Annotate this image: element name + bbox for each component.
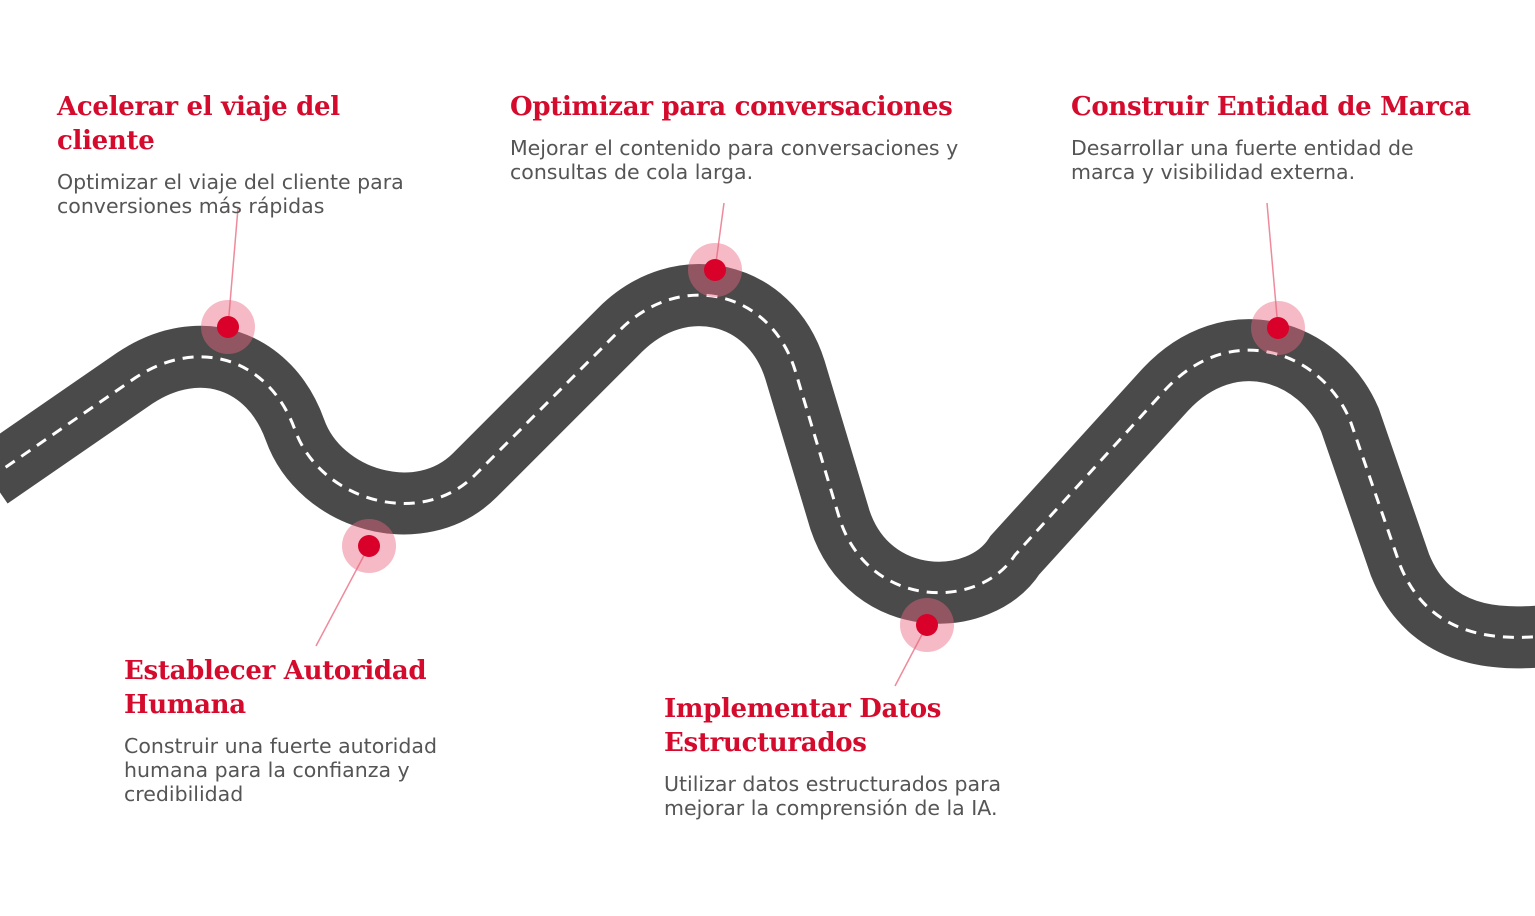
leader-line: [894, 624, 928, 687]
milestone-marker: [900, 598, 954, 652]
milestone-title: Establecer Autoridad Humana: [124, 656, 427, 720]
leader-line: [1266, 202, 1279, 329]
milestone-title: Acelerar el viaje del cliente: [57, 92, 340, 156]
milestone-3: Optimizar para conversaciones Mejorar el…: [510, 90, 970, 184]
milestone-description: Utilizar datos estructurados para mejora…: [664, 772, 1002, 820]
milestone-marker: [342, 519, 396, 573]
leader-line: [227, 207, 239, 328]
milestone-5: Construir Entidad de Marca Desarrollar u…: [1071, 90, 1471, 184]
milestone-title: Implementar Datos Estructurados: [664, 694, 942, 758]
milestone-marker: [688, 243, 742, 297]
milestone-1: Acelerar el viaje del cliente Optimizar …: [57, 90, 437, 218]
leader-line: [315, 545, 370, 647]
milestone-description: Desarrollar una fuerte entidad de marca …: [1071, 136, 1414, 184]
leader-line: [714, 202, 725, 271]
milestone-4: Implementar Datos Estructurados Utilizar…: [664, 692, 1014, 820]
leader-lines: [227, 202, 1279, 687]
road-center-line: [0, 293, 1535, 639]
milestone-description: Construir una fuerte autoridad humana pa…: [124, 734, 437, 806]
milestone-title: Optimizar para conversaciones: [510, 92, 953, 122]
milestone-title: Construir Entidad de Marca: [1071, 92, 1471, 122]
milestone-markers: [201, 243, 1305, 652]
milestone-marker: [201, 300, 255, 354]
milestone-marker: [1251, 301, 1305, 355]
milestone-2: Establecer Autoridad Humana Construir un…: [124, 654, 444, 806]
milestone-description: Mejorar el contenido para conversaciones…: [510, 136, 959, 184]
milestone-description: Optimizar el viaje del cliente para conv…: [57, 170, 404, 218]
